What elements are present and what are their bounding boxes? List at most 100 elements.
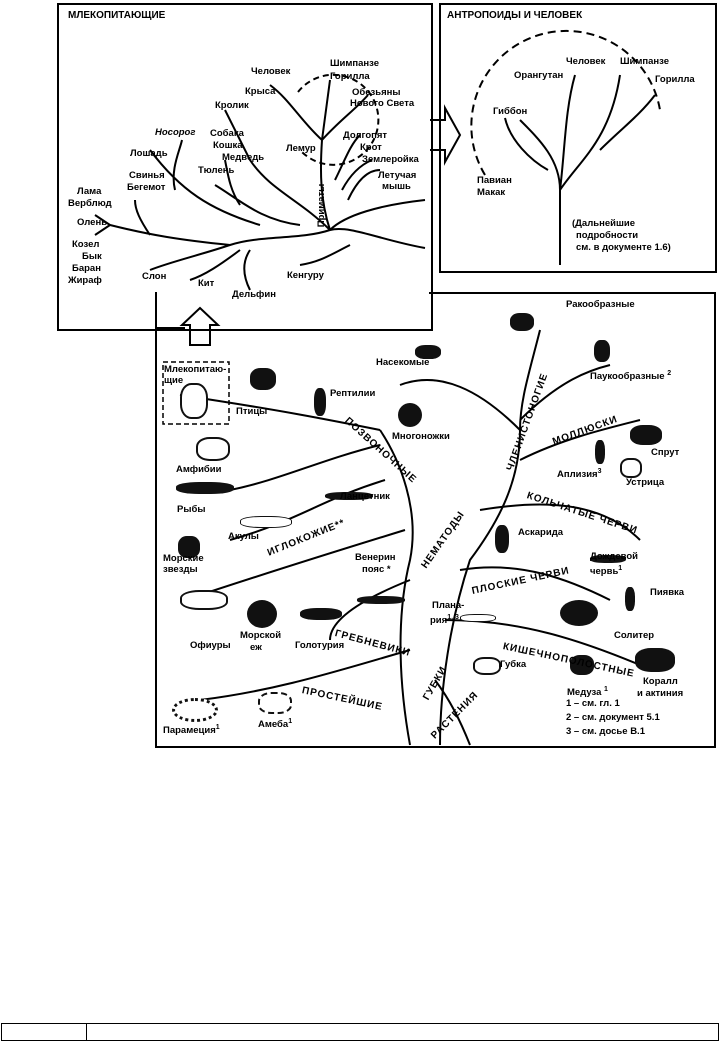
label-tapeworm: Солитер <box>614 630 655 641</box>
label-bear: Медведь <box>222 152 265 163</box>
primate-branch <box>269 79 369 231</box>
jellyfish-icon <box>570 655 594 675</box>
label-amoeba: Амеба1 <box>258 718 293 731</box>
label-venus-2: пояс * <box>362 564 391 575</box>
label-planaria-2: рия1, 3 <box>430 614 459 627</box>
label-a-macaque: Макак <box>477 187 506 198</box>
label-new-world-2: Нового Света <box>350 98 415 109</box>
label-rabbit: Кролик <box>215 100 249 111</box>
label-leech: Пиявка <box>650 587 685 598</box>
label-coral-2: и актиния <box>637 688 684 699</box>
label-horse: Лошадь <box>130 148 168 159</box>
sponge-icon <box>473 657 501 675</box>
label-planaria-1: Плана- <box>432 600 465 611</box>
label-bat-1: Летучая <box>378 170 417 181</box>
label-starfish-2: звезды <box>163 564 198 575</box>
label-starfish-1: Морские <box>163 553 204 564</box>
label-a-gorilla: Горилла <box>655 74 695 85</box>
panel-top-border <box>429 292 714 294</box>
legend-item-2: 2 – см. документ 5.1 <box>566 712 660 723</box>
label-human: Человек <box>251 66 291 77</box>
leech-icon <box>625 587 635 611</box>
label-tarsier: Долгопят <box>343 130 388 141</box>
legend-item-1: 1 – см. гл. 1 <box>566 698 620 709</box>
ascaris-icon <box>495 525 509 553</box>
label-chimp: Шимпанзе <box>330 58 380 69</box>
anthropoids-title: АНТРОПОИДЫ И ЧЕЛОВЕК <box>447 10 583 21</box>
label-paramecium: Парамеция1 <box>163 724 220 737</box>
right-branches <box>399 364 641 746</box>
main-trunk <box>379 329 541 746</box>
paramecium-icon <box>172 698 218 722</box>
note-line-3: см. в документе 1.6) <box>576 242 671 253</box>
lancelet-icon <box>325 492 373 500</box>
footer-cell-divider <box>86 1024 87 1040</box>
label-camel: Верблюд <box>68 198 112 209</box>
label-fish: Рыбы <box>177 504 206 515</box>
label-sponge: Губка <box>500 659 527 670</box>
label-oyster: Устрица <box>626 477 665 488</box>
label-urchin-1: Морской <box>240 630 282 641</box>
label-cat: Кошка <box>213 140 243 151</box>
label-coral-1: Коралл <box>643 676 678 687</box>
ophiuroid-icon <box>180 590 228 610</box>
arrow-right-icon <box>430 104 462 166</box>
label-primates: Приматы <box>316 183 328 228</box>
venus-girdle-icon <box>357 596 405 604</box>
label-birds: Птицы <box>236 406 268 417</box>
label-urchin-2: еж <box>250 642 262 653</box>
label-goat: Козел <box>72 239 100 250</box>
label-lancelet: Ланцетник <box>340 491 390 502</box>
fish-icon <box>176 482 234 494</box>
starfish-icon <box>178 536 200 558</box>
label-jellyfish: Медуза 1 <box>567 686 608 699</box>
footer-table-row <box>1 1023 719 1041</box>
reptile-icon <box>314 388 326 416</box>
label-mammals-1: Млекопитаю- <box>164 364 227 375</box>
sea-urchin-icon <box>247 600 277 628</box>
label-pig: Свинья <box>129 170 165 181</box>
mammal-branch-lower <box>149 228 426 271</box>
label-shrew: Землеройка <box>362 154 419 165</box>
primate-circle <box>297 73 380 166</box>
label-giraffe: Жираф <box>68 275 102 286</box>
label-amphibians: Амфибии <box>176 464 222 475</box>
crab-icon <box>510 313 534 331</box>
note-line-1: (Дальнейшие <box>572 218 635 229</box>
label-mole: Крот <box>360 142 382 153</box>
mammals-dashed-box <box>162 361 230 425</box>
label-whale: Кит <box>198 278 215 289</box>
ruminant-branch <box>94 199 231 246</box>
label-ophiuroids: Офиуры <box>190 640 231 651</box>
label-ascaris: Аскарида <box>518 527 564 538</box>
insect-icon <box>415 345 441 359</box>
earthworm-icon <box>590 555 626 563</box>
carnivore-branch <box>214 159 301 226</box>
label-llama: Лама <box>77 186 102 197</box>
label-earthworm-2: червь1 <box>590 565 623 578</box>
planaria-icon <box>460 614 496 622</box>
ungulate-branch <box>149 139 261 226</box>
spider-icon <box>594 340 610 362</box>
oyster-icon <box>620 458 642 478</box>
label-bull: Бык <box>82 251 102 262</box>
label-gorilla: Горилла <box>330 71 370 82</box>
shark-icon <box>240 516 292 528</box>
label-venus-1: Венерин <box>355 552 396 563</box>
label-mammals-2: щие <box>164 375 184 386</box>
label-sharks: Акулы <box>228 531 259 542</box>
anthropoids-panel <box>439 3 717 273</box>
mammal-branch-upper <box>329 199 426 231</box>
label-new-world-1: Обезьяны <box>352 87 401 98</box>
label-hippo: Бегемот <box>127 182 166 193</box>
anthropoid-tree <box>504 74 656 265</box>
label-lemur: Лемур <box>286 143 316 154</box>
tapeworm-icon <box>560 600 598 626</box>
label-dolphin: Дельфин <box>232 289 276 300</box>
note-line-2: подробности <box>576 230 639 241</box>
label-rat: Крыса <box>245 86 276 97</box>
label-a-baboon: Павиан <box>477 175 512 186</box>
label-a-chimp: Шимпанзе <box>620 56 670 67</box>
label-kangaroo: Кенгуру <box>287 270 324 281</box>
